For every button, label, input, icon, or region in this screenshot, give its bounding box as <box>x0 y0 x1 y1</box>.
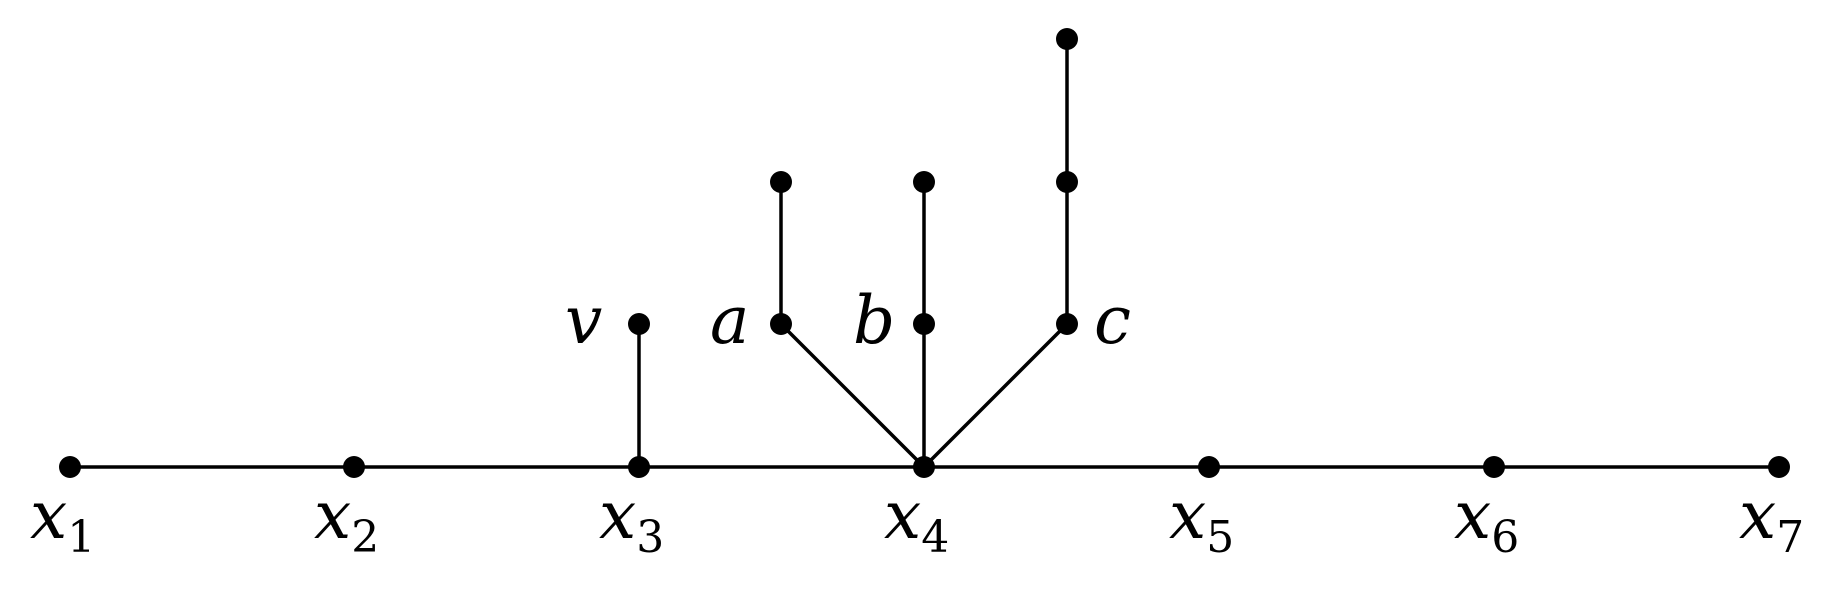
label-x4: x4 <box>884 477 949 563</box>
spine-labels: x1 x2 x3 x4 x5 x6 x7 <box>30 477 1804 563</box>
vertex-b-leaf <box>913 171 935 193</box>
branch-edges <box>637 39 1069 469</box>
vertex-c-top <box>1056 28 1078 50</box>
vertex-c-mid <box>1056 171 1078 193</box>
label-x1: x1 <box>30 477 95 563</box>
label-x7: x7 <box>1739 477 1804 563</box>
vertex-a <box>770 313 792 335</box>
vertex-x3 <box>628 456 650 478</box>
vertex-b <box>913 313 935 335</box>
vertex-x5 <box>1198 456 1220 478</box>
vertices <box>59 28 1790 478</box>
vertex-x6 <box>1483 456 1505 478</box>
label-x3: x3 <box>599 477 664 563</box>
label-v: v <box>565 282 602 359</box>
label-x2: x2 <box>314 477 379 563</box>
label-a: a <box>710 282 749 359</box>
edge-x4-c <box>922 322 1069 469</box>
vertex-x4 <box>913 456 935 478</box>
label-b: b <box>853 282 895 359</box>
vertex-x2 <box>343 456 365 478</box>
edge-x4-a <box>779 322 926 469</box>
vertex-c <box>1056 313 1078 335</box>
vertex-x7 <box>1768 456 1790 478</box>
vertex-a-leaf <box>770 171 792 193</box>
branch-labels: v a b c <box>565 282 1131 359</box>
vertex-x1 <box>59 456 81 478</box>
label-c: c <box>1094 282 1131 359</box>
label-x5: x5 <box>1169 477 1234 563</box>
vertex-v <box>628 313 650 335</box>
label-x6: x6 <box>1454 477 1519 563</box>
